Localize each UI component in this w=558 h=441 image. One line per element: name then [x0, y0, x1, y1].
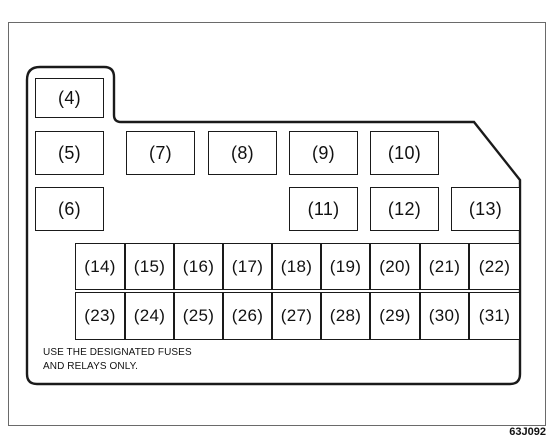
fuse-slot-19: (19): [321, 243, 370, 290]
fuse-slot-5: (5): [35, 131, 104, 175]
fuse-slot-27: (27): [272, 292, 321, 340]
fuse-slot-15: (15): [125, 243, 174, 290]
fuse-slot-11: (11): [289, 187, 358, 231]
fuse-slot-14: (14): [75, 243, 125, 290]
figure-frame: [8, 22, 546, 426]
fuse-slot-18: (18): [272, 243, 321, 290]
fuse-slot-30: (30): [420, 292, 469, 340]
fuse-slot-9: (9): [289, 131, 358, 175]
fuse-slot-24: (24): [125, 292, 174, 340]
fuse-slot-22: (22): [469, 243, 520, 290]
fuse-slot-7: (7): [126, 131, 195, 175]
fuse-slot-8: (8): [208, 131, 277, 175]
fuse-slot-16: (16): [174, 243, 223, 290]
figure-code: 63J092: [509, 426, 546, 438]
fuse-notice-line-1: USE THE DESIGNATED FUSES: [43, 347, 192, 358]
fuse-slot-13: (13): [451, 187, 520, 231]
fuse-slot-28: (28): [321, 292, 370, 340]
fuse-slot-12: (12): [370, 187, 439, 231]
fuse-slot-4: (4): [35, 78, 104, 118]
fuse-slot-21: (21): [420, 243, 469, 290]
fuse-notice-line-2: AND RELAYS ONLY.: [43, 361, 138, 372]
fuse-slot-20: (20): [370, 243, 420, 290]
fuse-slot-31: (31): [469, 292, 520, 340]
fuse-slot-25: (25): [174, 292, 223, 340]
fuse-slot-6: (6): [35, 187, 104, 231]
fuse-slot-29: (29): [370, 292, 420, 340]
fuse-slot-23: (23): [75, 292, 125, 340]
fuse-slot-17: (17): [223, 243, 272, 290]
fuse-box-border: [25, 65, 522, 386]
fuse-notice: USE THE DESIGNATED FUSES AND RELAYS ONLY…: [43, 346, 192, 374]
fuse-slot-10: (10): [370, 131, 439, 175]
fuse-slot-26: (26): [223, 292, 272, 340]
